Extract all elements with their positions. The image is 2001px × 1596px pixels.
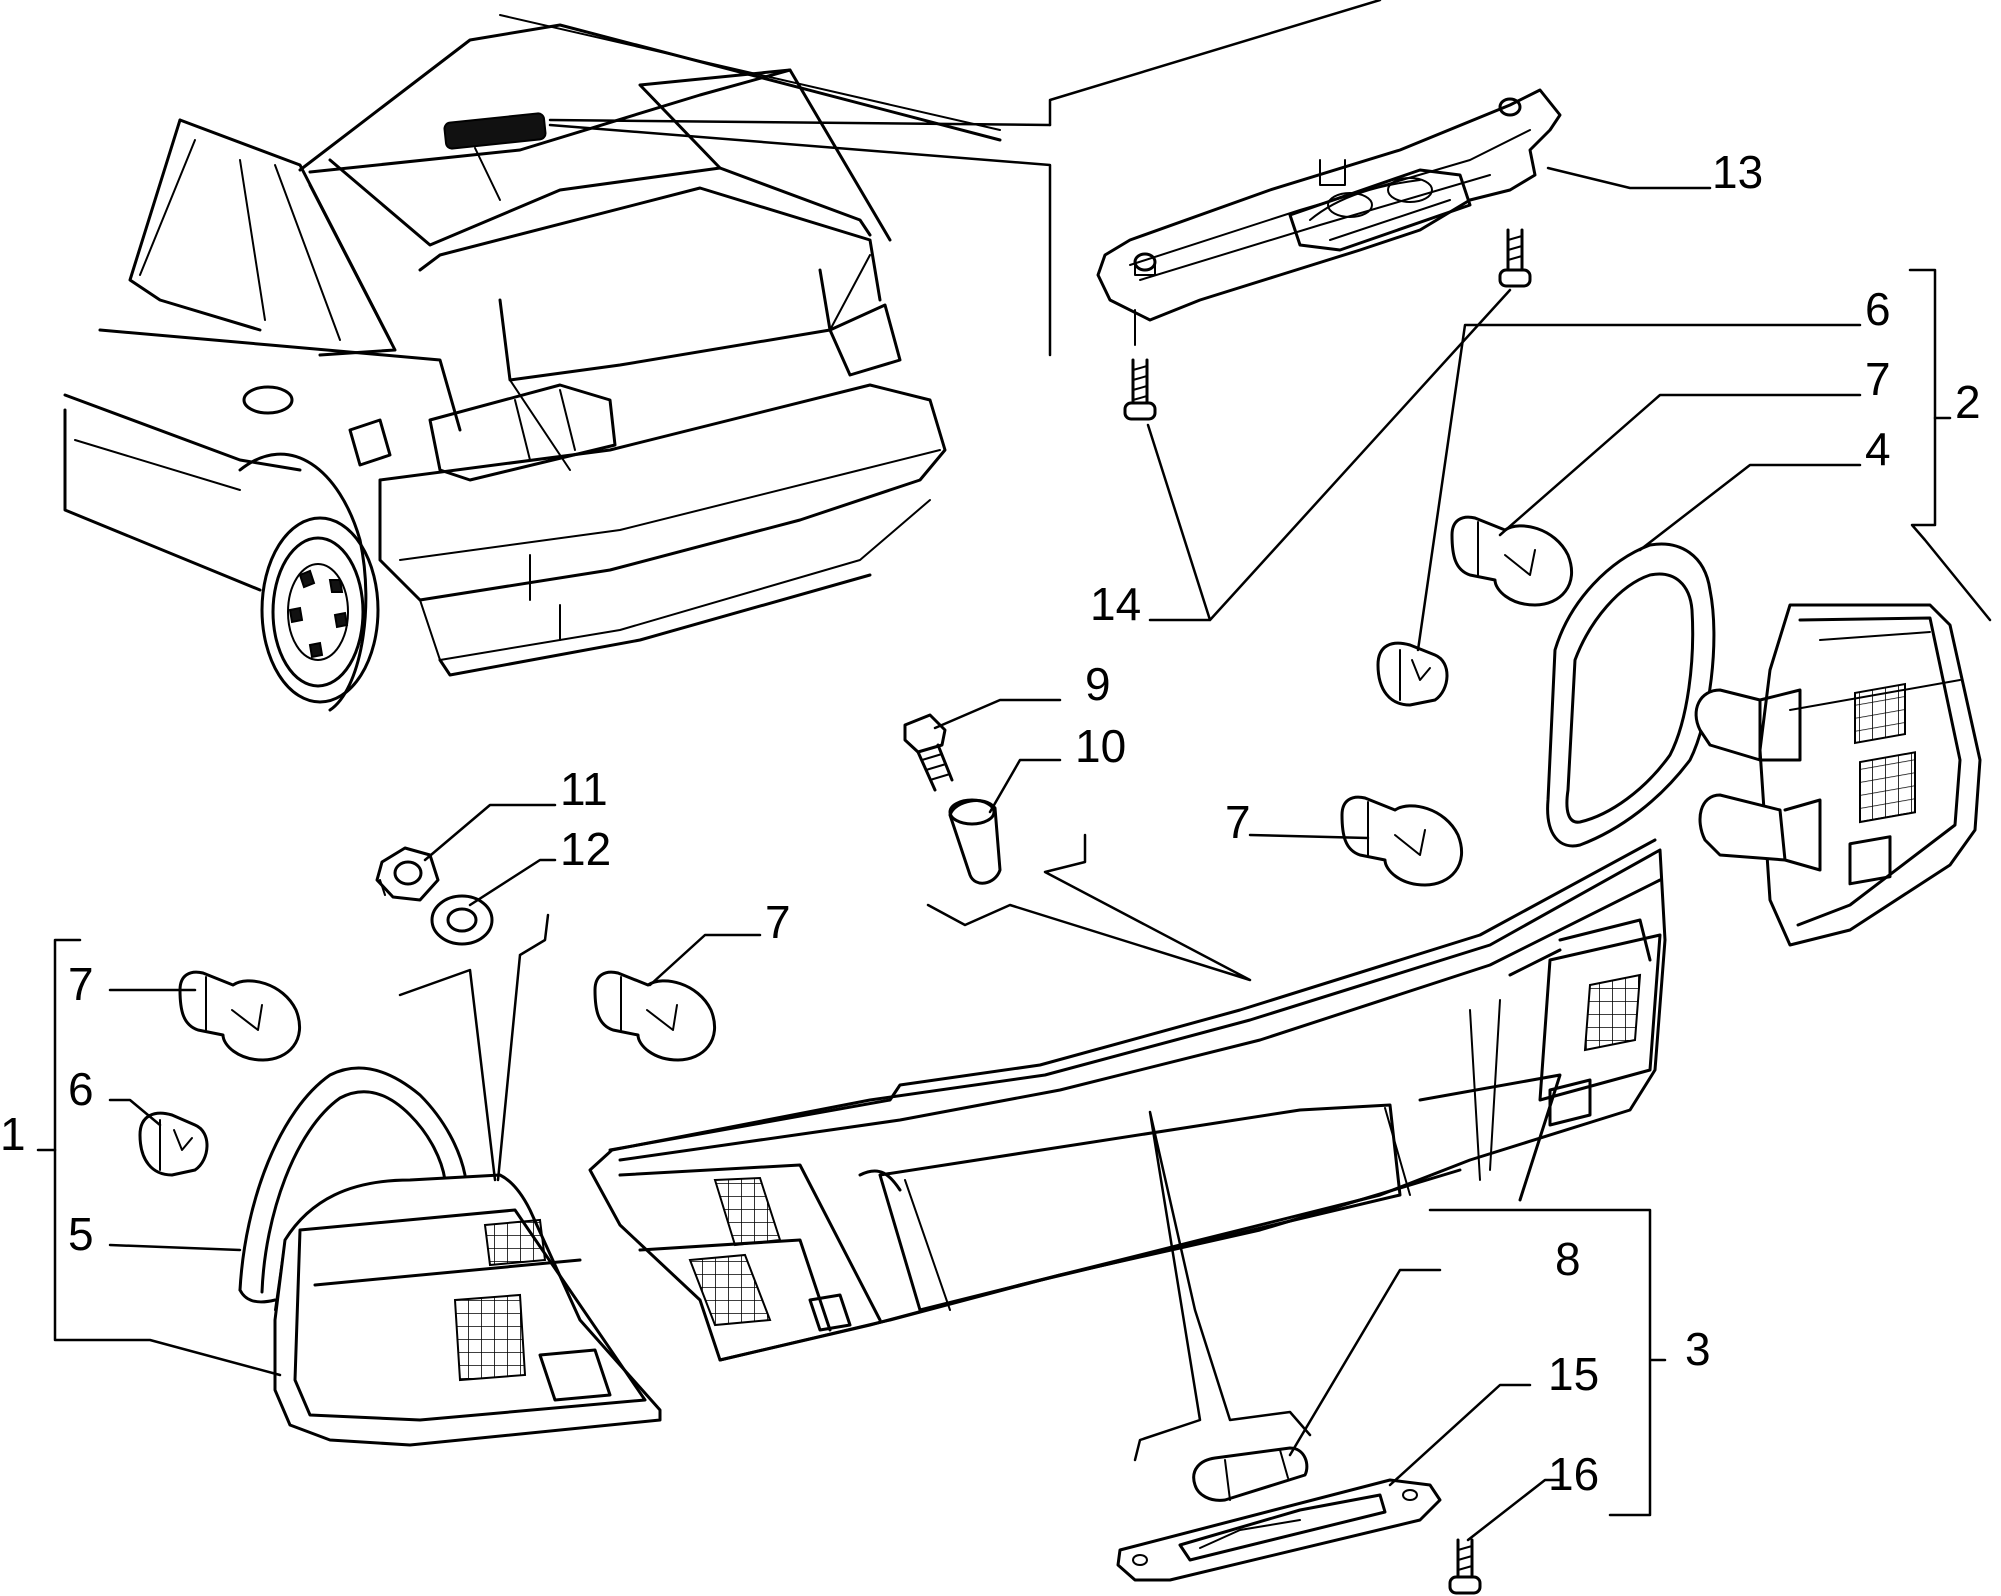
left-gasket-5	[238, 1066, 467, 1304]
callout-7-left-inner: 7	[765, 896, 791, 948]
callout-15: 15	[1548, 1348, 1599, 1400]
screw-14-left	[1123, 309, 1157, 421]
bulb-7-middle	[1340, 795, 1464, 887]
car-rear-illustration	[63, 14, 1002, 712]
right-gasket-4	[1546, 542, 1716, 848]
left-tail-light-housing	[273, 1173, 662, 1447]
callout-labels: 13 6 7 2 4 14 9 10 11 12 7 7 7 6 1 5 8 3…	[0, 146, 1981, 1500]
clip-10	[948, 798, 1002, 885]
callout-1: 1	[0, 1108, 26, 1160]
screw-9	[903, 713, 954, 792]
high-stop-light-assembly	[1096, 88, 1562, 322]
bulb-6-left	[138, 1111, 209, 1177]
leader-lines	[36, 166, 1992, 1542]
callout-5: 5	[68, 1208, 94, 1260]
plate-light-15	[1116, 1478, 1442, 1582]
callout-6-right: 6	[1865, 283, 1891, 335]
callout-14: 14	[1090, 578, 1141, 630]
callout-8: 8	[1555, 1233, 1581, 1285]
callout-4: 4	[1865, 423, 1891, 475]
rear-center-panel	[588, 838, 1667, 1362]
callout-9: 9	[1085, 658, 1111, 710]
bulb-8-festoon	[1192, 1446, 1309, 1502]
callout-3: 3	[1685, 1323, 1711, 1375]
callout-7-middle: 7	[1225, 796, 1251, 848]
nut-11	[375, 846, 440, 902]
right-tail-light-housing	[1694, 603, 1982, 947]
callout-16: 16	[1548, 1448, 1599, 1500]
bulb-7-upper-right	[1450, 515, 1574, 607]
callout-11: 11	[560, 763, 608, 815]
screw-16	[1448, 1538, 1482, 1595]
screw-14-right	[1498, 228, 1532, 288]
callout-7-left-outer: 7	[68, 958, 94, 1010]
bulb-7-left-outer	[178, 970, 302, 1062]
high-stop-light-on-car	[443, 112, 547, 150]
callout-10: 10	[1075, 720, 1126, 772]
washer-12	[430, 894, 494, 946]
callout-13: 13	[1712, 146, 1763, 198]
bulb-6-right	[1376, 641, 1449, 707]
callout-12: 12	[560, 823, 611, 875]
bulb-7-left-inner	[593, 970, 717, 1062]
callout-7-upper-right: 7	[1865, 353, 1891, 405]
callout-2: 2	[1955, 376, 1981, 428]
callout-6-left: 6	[68, 1063, 94, 1115]
